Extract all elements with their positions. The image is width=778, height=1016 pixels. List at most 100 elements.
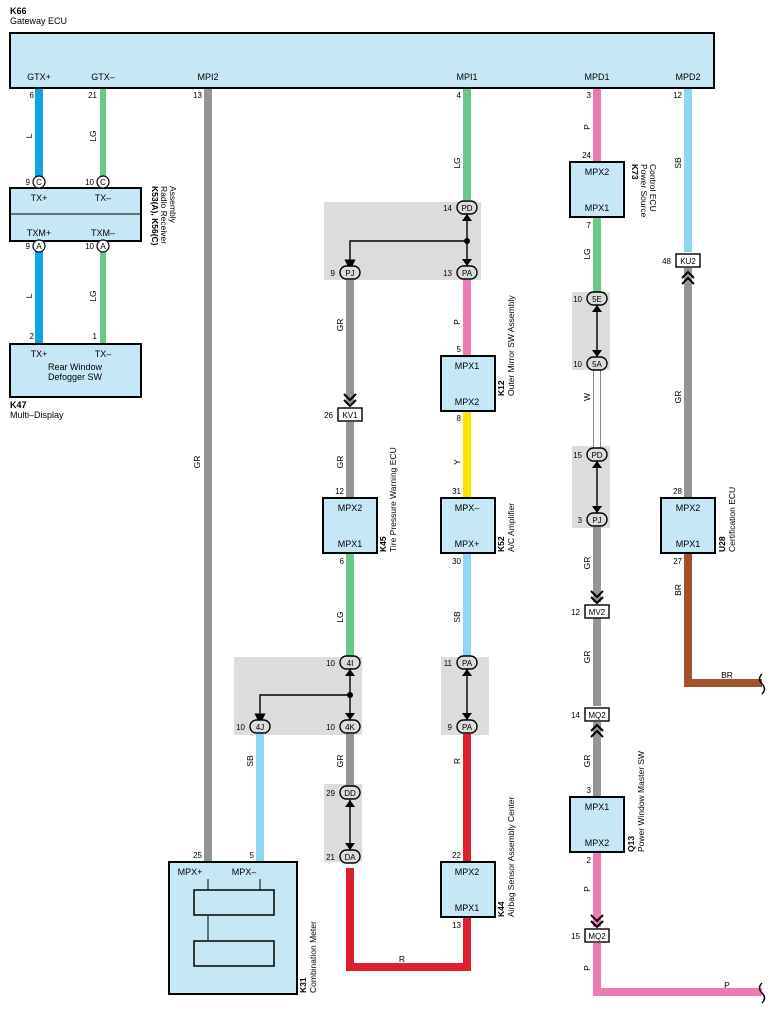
connector-badge [32,239,46,253]
component-name: Tire Pressure Warning ECU [388,447,398,552]
component-id: K73 [630,164,640,180]
pin-label: TX+ [31,349,48,359]
connector-letter: A [36,242,42,251]
pin-number: 12 [673,91,682,100]
pin-number: 13 [193,91,202,100]
gateway-pin-label: MPD1 [584,72,609,82]
connector-shape [337,407,363,422]
component-id: K12 [496,380,506,396]
arrow-up [592,461,602,468]
pin-number: 21 [326,853,335,862]
component-id: K53(A), K56(C) [150,186,160,246]
wire-label: GR [192,456,202,469]
pin-label: TXM– [91,228,115,238]
junction-label: PJ [345,269,354,278]
pin-number: 3 [587,91,592,100]
wire-label: LG [88,130,98,141]
component-box [322,497,378,554]
chevrons [343,270,695,929]
chevron-down-icon [590,596,604,605]
connector-shape [584,604,610,619]
component-box [440,861,496,918]
pin-number: 10 [85,178,94,187]
wire-label: GR [335,456,345,469]
pin-number: 7 [587,221,592,230]
wire-end-icon [758,982,766,1004]
gateway-name: Gateway ECU [10,16,67,26]
connector-letter: A [100,242,106,251]
pin-number: 13 [452,921,461,930]
junction-label: MQ2 [588,711,606,720]
arrow-up [345,669,355,676]
component-name: Control ECU [648,164,658,212]
gateway-id: K66 [10,6,27,16]
connector-shape [456,265,478,280]
wire-label: R [452,758,462,764]
component-box [569,796,625,853]
pin-label: MPX1 [455,903,480,913]
wire-label: SB [452,611,462,623]
arrow-up [462,214,472,221]
wire-label: GR [582,755,592,768]
wire-branch-4j [254,694,350,725]
component-box [569,161,625,218]
junction-label: KV1 [342,411,358,420]
splice-dot [347,692,353,698]
wire-label: LG [88,290,98,301]
power-window-sw: MPX1 MPX2 3 2 Q13 Power Window Master SW [569,751,646,865]
pin-number: 10 [326,723,335,732]
wire-label: R [399,954,405,964]
component-id: K31 [298,977,308,993]
component-id: K44 [496,901,506,917]
connector-shape [339,265,361,280]
pin-number: 10 [573,360,582,369]
component-id: U28 [717,536,727,552]
pin-number: 28 [673,487,682,496]
wire-label: Y [452,459,462,465]
wire-label: P [582,124,592,130]
connector-shape [339,785,361,800]
component-name: Combination Meter [308,921,318,993]
connector-shape [456,200,478,215]
wire-label: GR [335,319,345,332]
pin-number: 9 [26,242,31,251]
wire-label: P [582,965,592,971]
connector-shape [584,707,610,722]
radio-receiver: TX+ TX– TXM+ TXM– C C A A 9 10 9 10 K53(… [9,175,178,253]
pin-label: MPX2 [455,867,480,877]
component-name: Multi–Display [10,410,64,420]
junction-label: DD [344,789,356,798]
arrow-up [462,669,472,676]
arrow-up [592,305,602,312]
chevron-up-icon [681,276,695,285]
wire-label: L [24,293,34,298]
connector-shape [586,447,608,462]
pin-number: 1 [93,332,98,341]
chevron-up-icon [590,729,604,738]
pin-number: 22 [452,851,461,860]
junction-label: 4I [347,659,354,668]
component-box [440,355,496,412]
wire-bottom-red [346,868,471,971]
chevron-down-icon [343,393,357,402]
wire-label: GR [582,557,592,570]
inner-label: Rear Window [48,362,103,372]
connector-shape [456,719,478,734]
arrow-up [345,800,355,807]
chevron-down-icon [590,590,604,599]
pin-number: 29 [326,789,335,798]
junction-label: PD [591,451,602,460]
tire-pressure-ecu: MPX2 MPX1 12 6 K45 Tire Pressure Warning… [322,447,398,566]
splice-boxes [234,202,610,862]
pin-number: 31 [452,487,461,496]
connector-shape [339,849,361,864]
pin-number: 25 [193,851,202,860]
